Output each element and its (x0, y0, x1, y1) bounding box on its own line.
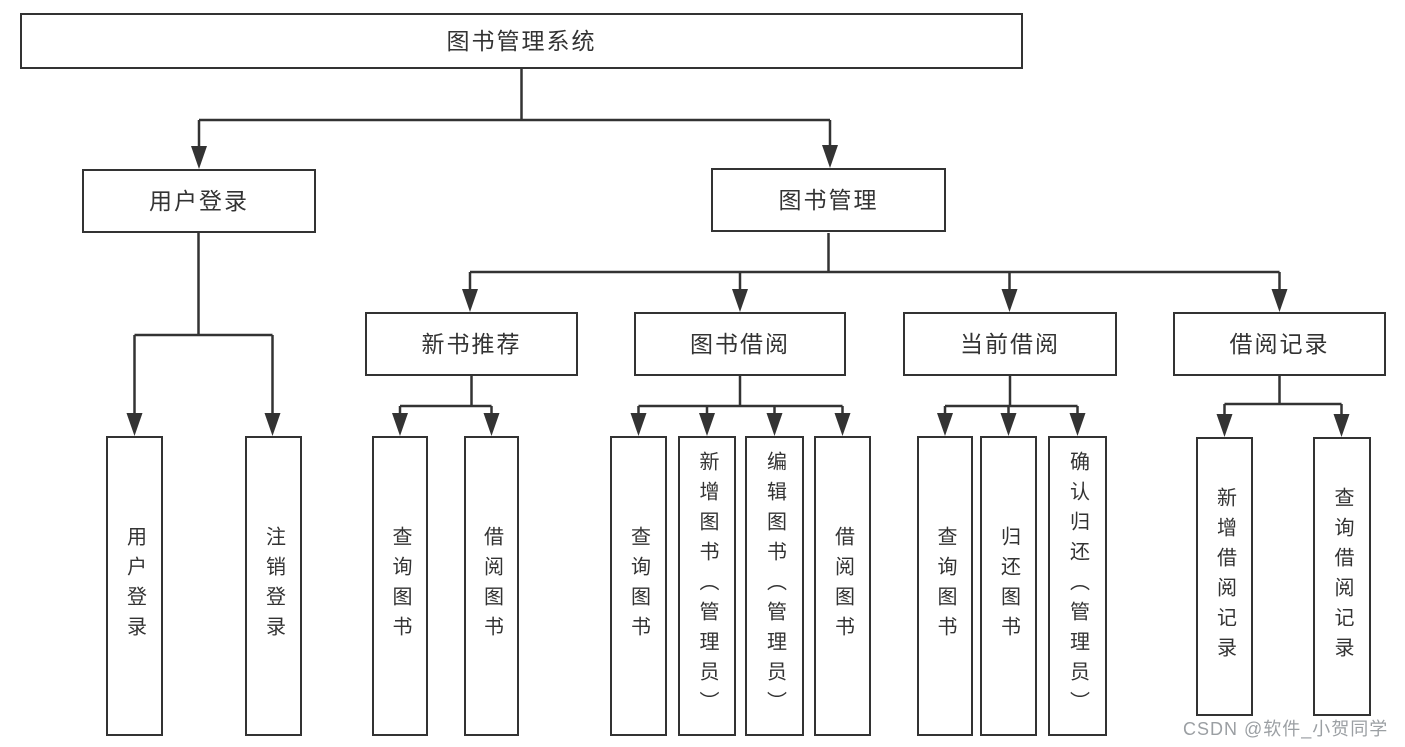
node-edit-books-admin: 编辑图书（管理员） (745, 436, 804, 736)
node-return-books: 归还图书 (980, 436, 1037, 736)
node-book-management: 图书管理 (711, 168, 946, 232)
node-user-login: 用户登录 (82, 169, 316, 233)
node-logout-leaf: 注销登录 (245, 436, 302, 736)
node-query-books-borrow: 查询图书 (610, 436, 667, 736)
node-add-borrow-record: 新增借阅记录 (1196, 437, 1253, 716)
connector-new-book-rec-to-leaves (392, 376, 500, 436)
node-confirm-return-admin: 确认归还（管理员） (1048, 436, 1107, 736)
node-root: 图书管理系统 (20, 13, 1023, 69)
connector-book-management-to-level3 (462, 233, 1288, 312)
node-new-book-rec: 新书推荐 (365, 312, 578, 376)
node-book-borrowing: 图书借阅 (634, 312, 846, 376)
node-query-books-current: 查询图书 (917, 436, 973, 736)
node-borrowing-records: 借阅记录 (1173, 312, 1386, 376)
connector-root-to-level2 (191, 69, 838, 169)
connector-borrowing-records-to-leaves (1216, 376, 1350, 437)
watermark: CSDN @软件_小贺同学 (1183, 719, 1389, 739)
connector-current-borrowing-to-leaves (937, 376, 1086, 436)
node-query-books-rec: 查询图书 (372, 436, 428, 736)
node-query-borrow-record: 查询借阅记录 (1313, 437, 1371, 716)
node-borrow-books-borrow: 借阅图书 (814, 436, 871, 736)
node-user-login-leaf: 用户登录 (106, 436, 163, 736)
node-borrow-books-rec: 借阅图书 (464, 436, 519, 736)
node-add-books-admin: 新增图书（管理员） (678, 436, 736, 736)
node-current-borrowing: 当前借阅 (903, 312, 1117, 376)
connector-book-borrowing-to-leaves (630, 376, 851, 436)
connector-user-login-to-leaves (126, 233, 281, 436)
